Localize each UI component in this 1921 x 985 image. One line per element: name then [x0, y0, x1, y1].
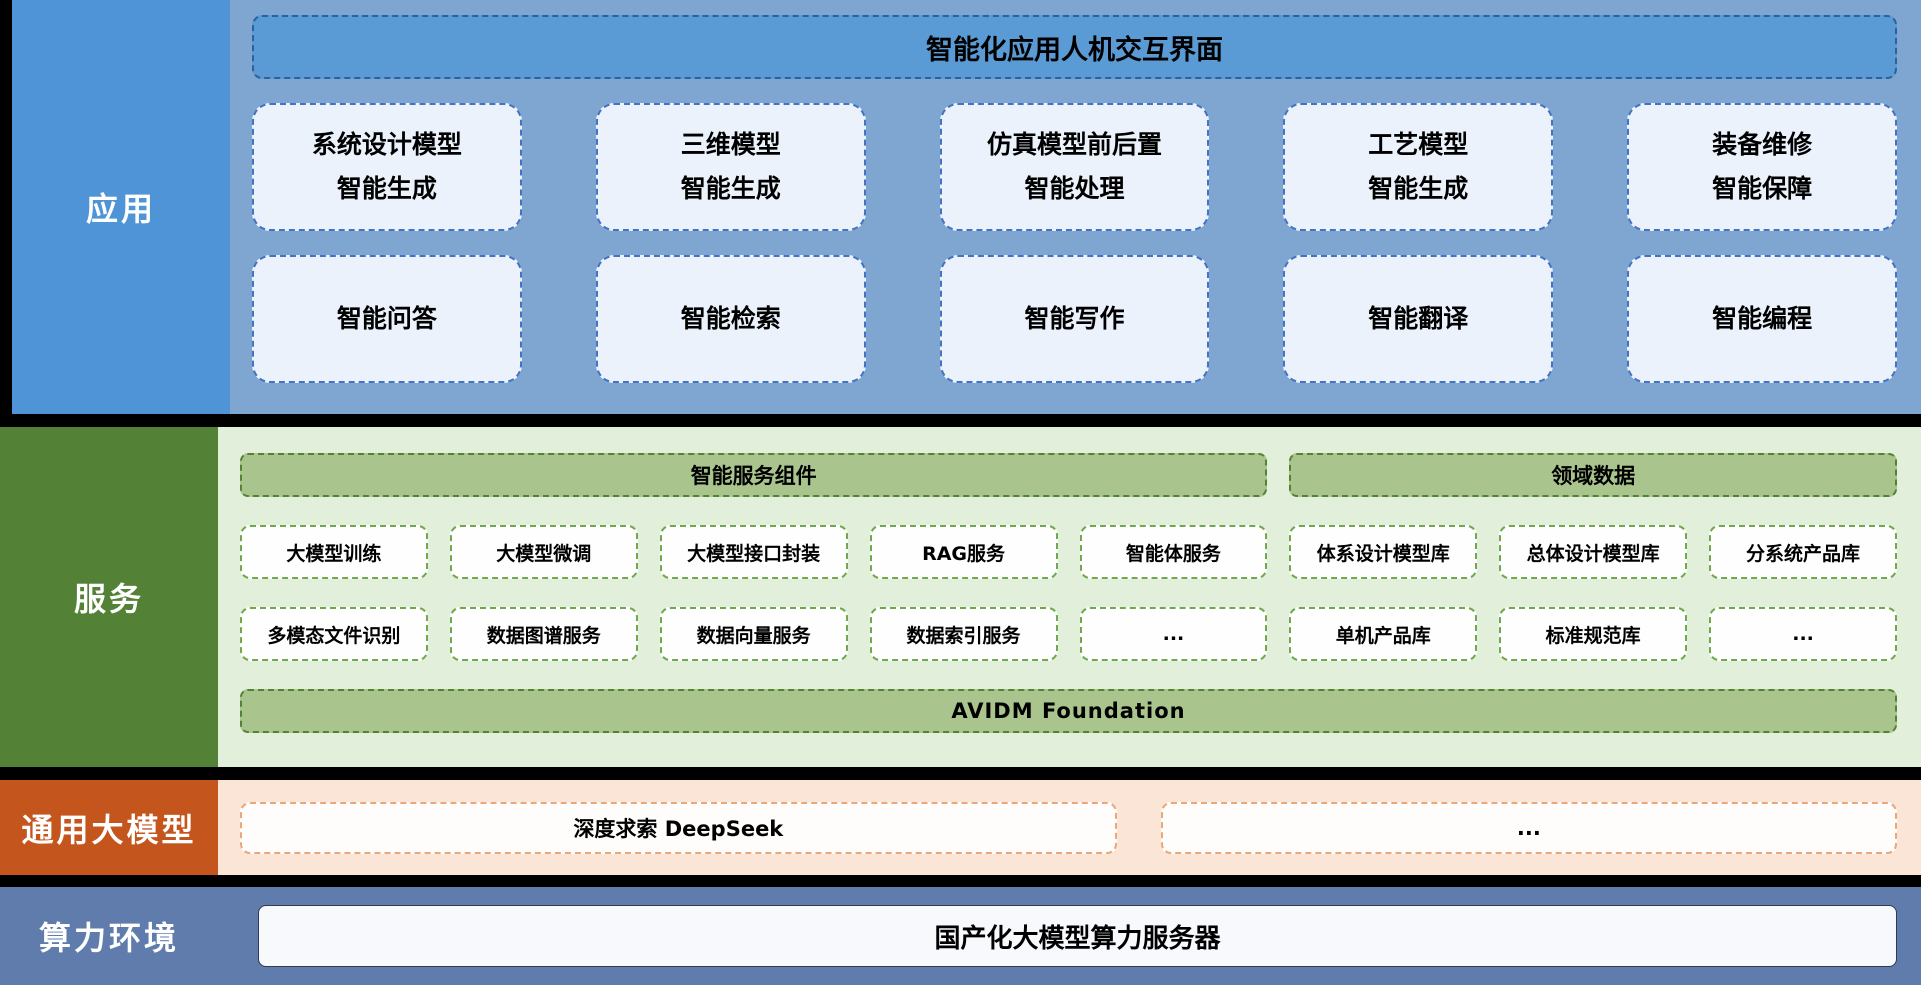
layer-general-model-label: 通用大模型: [0, 780, 218, 875]
header-domain-data: 领域数据: [1289, 453, 1897, 497]
data-card-system-design-library: 体系设计模型库: [1289, 525, 1478, 579]
feature-card-simulation: 仿真模型前后置 智能处理: [939, 103, 1210, 231]
data-card-standards-library: 标准规范库: [1499, 607, 1688, 661]
model-card-ellipsis: ...: [1160, 801, 1897, 854]
assistant-card-search: 智能检索: [595, 255, 866, 383]
layer-application-content: 智能化应用人机交互界面 系统设计模型 智能生成 三维模型 智能生成 仿真模型前后…: [230, 0, 1921, 414]
data-card-overall-design-library: 总体设计模型库: [1499, 525, 1688, 579]
feature-card-maintenance: 装备维修 智能保障: [1627, 103, 1897, 231]
service-grid: 智能服务组件 领域数据 大模型训练 大模型微调 大模型接口封装 RAG服务 智能…: [240, 453, 1897, 733]
feature-card-3d-model: 三维模型 智能生成: [595, 103, 866, 231]
application-assistant-row: 智能问答 智能检索 智能写作 智能翻译 智能编程: [252, 255, 1897, 383]
layer-service-label: 服务: [0, 427, 218, 767]
service-card-knowledge-graph: 数据图谱服务: [449, 607, 638, 661]
hmi-banner: 智能化应用人机交互界面: [252, 15, 1897, 79]
compute-server-card: 国产化大模型算力服务器: [258, 905, 1897, 967]
layer-service-content: 智能服务组件 领域数据 大模型训练 大模型微调 大模型接口封装 RAG服务 智能…: [218, 427, 1921, 767]
data-card-ellipsis: ...: [1709, 607, 1897, 661]
layer-compute: 算力环境 国产化大模型算力服务器: [0, 887, 1921, 985]
assistant-card-qa: 智能问答: [252, 255, 522, 383]
service-card-multimodal-recognition: 多模态文件识别: [240, 607, 428, 661]
assistant-card-translation: 智能翻译: [1283, 255, 1554, 383]
service-card-model-training: 大模型训练: [240, 525, 428, 579]
model-card-deepseek: 深度求索 DeepSeek: [240, 801, 1117, 854]
layer-general-model-content: 深度求索 DeepSeek ...: [218, 780, 1921, 875]
layer-compute-content: 国产化大模型算力服务器: [218, 887, 1921, 985]
application-feature-row: 系统设计模型 智能生成 三维模型 智能生成 仿真模型前后置 智能处理 工艺模型 …: [252, 103, 1897, 231]
data-card-subsystem-product-library: 分系统产品库: [1709, 525, 1897, 579]
feature-card-process-model: 工艺模型 智能生成: [1283, 103, 1554, 231]
layer-general-model: 通用大模型 深度求索 DeepSeek ...: [0, 780, 1921, 875]
assistant-card-coding: 智能编程: [1627, 255, 1897, 383]
avidm-foundation-bar: AVIDM Foundation: [240, 689, 1897, 733]
service-card-rag: RAG服务: [869, 525, 1058, 579]
layer-application: 应用 智能化应用人机交互界面 系统设计模型 智能生成 三维模型 智能生成 仿真模…: [0, 0, 1921, 414]
service-card-vector: 数据向量服务: [659, 607, 848, 661]
service-card-ellipsis: ...: [1079, 607, 1268, 661]
layer-application-label: 应用: [12, 0, 230, 414]
service-card-model-finetune: 大模型微调: [449, 525, 638, 579]
layer-compute-label: 算力环境: [0, 887, 218, 985]
assistant-card-writing: 智能写作: [939, 255, 1210, 383]
data-card-unit-product-library: 单机产品库: [1289, 607, 1478, 661]
service-card-agent: 智能体服务: [1079, 525, 1268, 579]
header-intelligent-service-components: 智能服务组件: [240, 453, 1268, 497]
service-card-api-wrapper: 大模型接口封装: [659, 525, 848, 579]
feature-card-system-design: 系统设计模型 智能生成: [252, 103, 522, 231]
layer-service: 服务 智能服务组件 领域数据 大模型训练 大模型微调 大模型接口封装 RAG服务…: [0, 427, 1921, 767]
service-card-index: 数据索引服务: [869, 607, 1058, 661]
